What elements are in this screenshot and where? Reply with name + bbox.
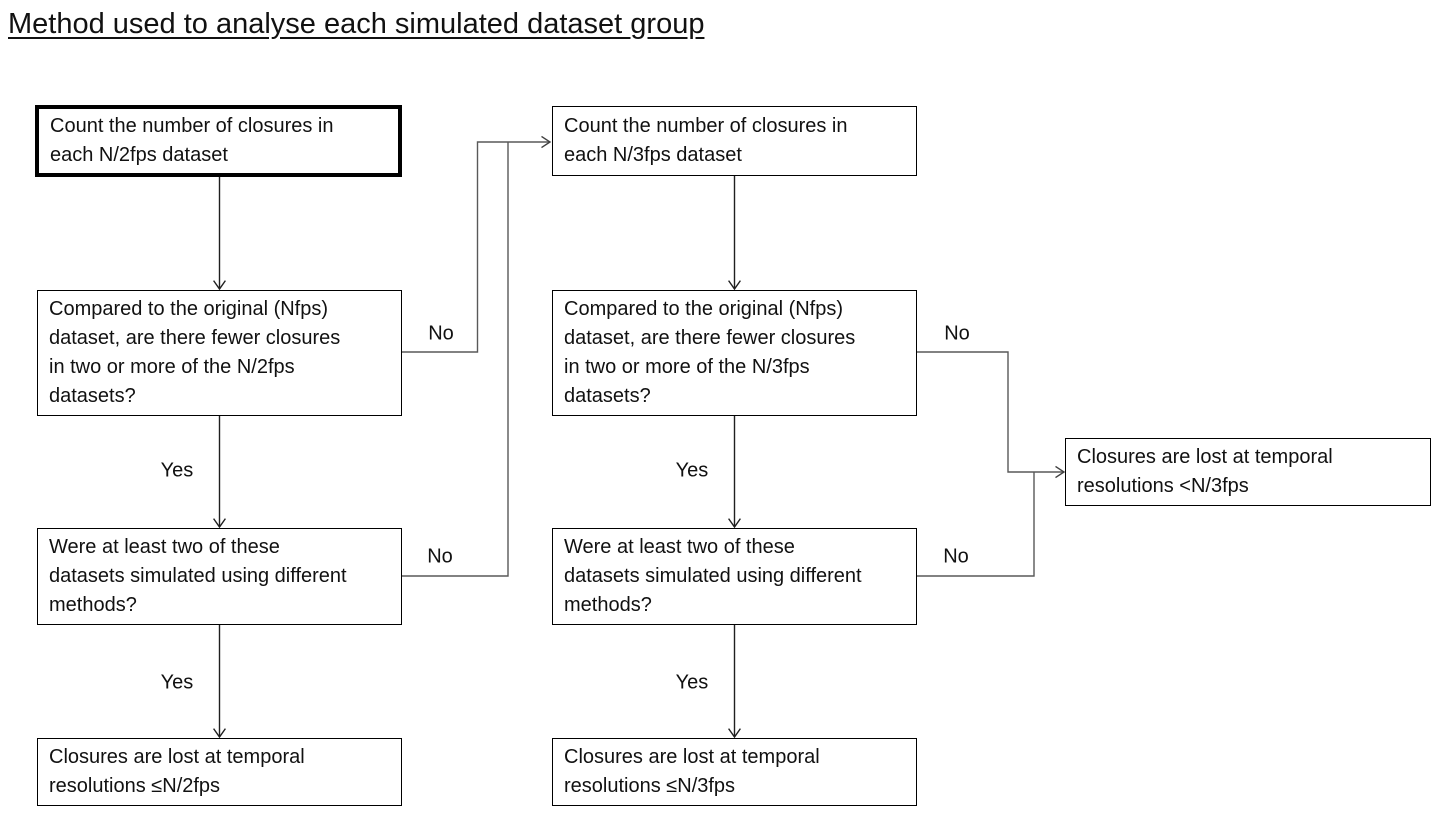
- node-text: Compared to the original (Nfps) dataset,…: [564, 298, 856, 407]
- arrow-right-start-to-q1: [728, 176, 741, 291]
- node-question-different-methods-left: Were at least two of these datasets simu…: [37, 528, 402, 625]
- arrow-left-start-to-q1: [213, 177, 226, 291]
- edge-label-yes: Yes: [675, 671, 709, 694]
- node-text: Closures are lost at temporal resolution…: [564, 746, 820, 797]
- connector-no-left-q1-to-right-start: [402, 135, 552, 353]
- node-outcome-lost-lte-n3fps: Closures are lost at temporal resolution…: [552, 738, 917, 806]
- node-text: Count the number of closures in each N/2…: [50, 115, 334, 166]
- edge-label-no: No: [428, 322, 454, 345]
- node-text: Closures are lost at temporal resolution…: [49, 746, 305, 797]
- node-text: Were at least two of these datasets simu…: [564, 536, 862, 616]
- node-count-closures-n2fps: Count the number of closures in each N/2…: [35, 105, 402, 177]
- edge-label-yes: Yes: [160, 459, 194, 482]
- edge-label-no: No: [427, 545, 453, 568]
- node-question-fewer-closures-n2fps: Compared to the original (Nfps) dataset,…: [37, 290, 402, 416]
- arrow-left-q1-to-q2: [213, 416, 226, 529]
- node-outcome-lost-lte-n2fps: Closures are lost at temporal resolution…: [37, 738, 402, 806]
- arrow-right-q1-to-q2: [728, 416, 741, 529]
- node-outcome-lost-lt-n3fps: Closures are lost at temporal resolution…: [1065, 438, 1431, 506]
- edge-label-yes: Yes: [160, 671, 194, 694]
- edge-label-no: No: [943, 545, 969, 568]
- connector-no-left-q2-to-right-start: [402, 142, 509, 577]
- node-text: Count the number of closures in each N/3…: [564, 115, 848, 166]
- node-count-closures-n3fps: Count the number of closures in each N/3…: [552, 106, 917, 176]
- edge-label-no: No: [944, 322, 970, 345]
- page-title: Method used to analyse each simulated da…: [8, 8, 705, 40]
- connector-no-right-q2-to-side-outcome: [917, 472, 1035, 577]
- arrow-left-q2-to-outcome: [213, 625, 226, 739]
- node-question-fewer-closures-n3fps: Compared to the original (Nfps) dataset,…: [552, 290, 917, 416]
- node-text: Closures are lost at temporal resolution…: [1077, 446, 1333, 497]
- node-question-different-methods-right: Were at least two of these datasets simu…: [552, 528, 917, 625]
- connector-no-right-q1-to-side-outcome: [917, 351, 1066, 479]
- node-text: Compared to the original (Nfps) dataset,…: [49, 298, 341, 407]
- arrow-right-q2-to-outcome: [728, 625, 741, 739]
- node-text: Were at least two of these datasets simu…: [49, 536, 347, 616]
- edge-label-yes: Yes: [675, 459, 709, 482]
